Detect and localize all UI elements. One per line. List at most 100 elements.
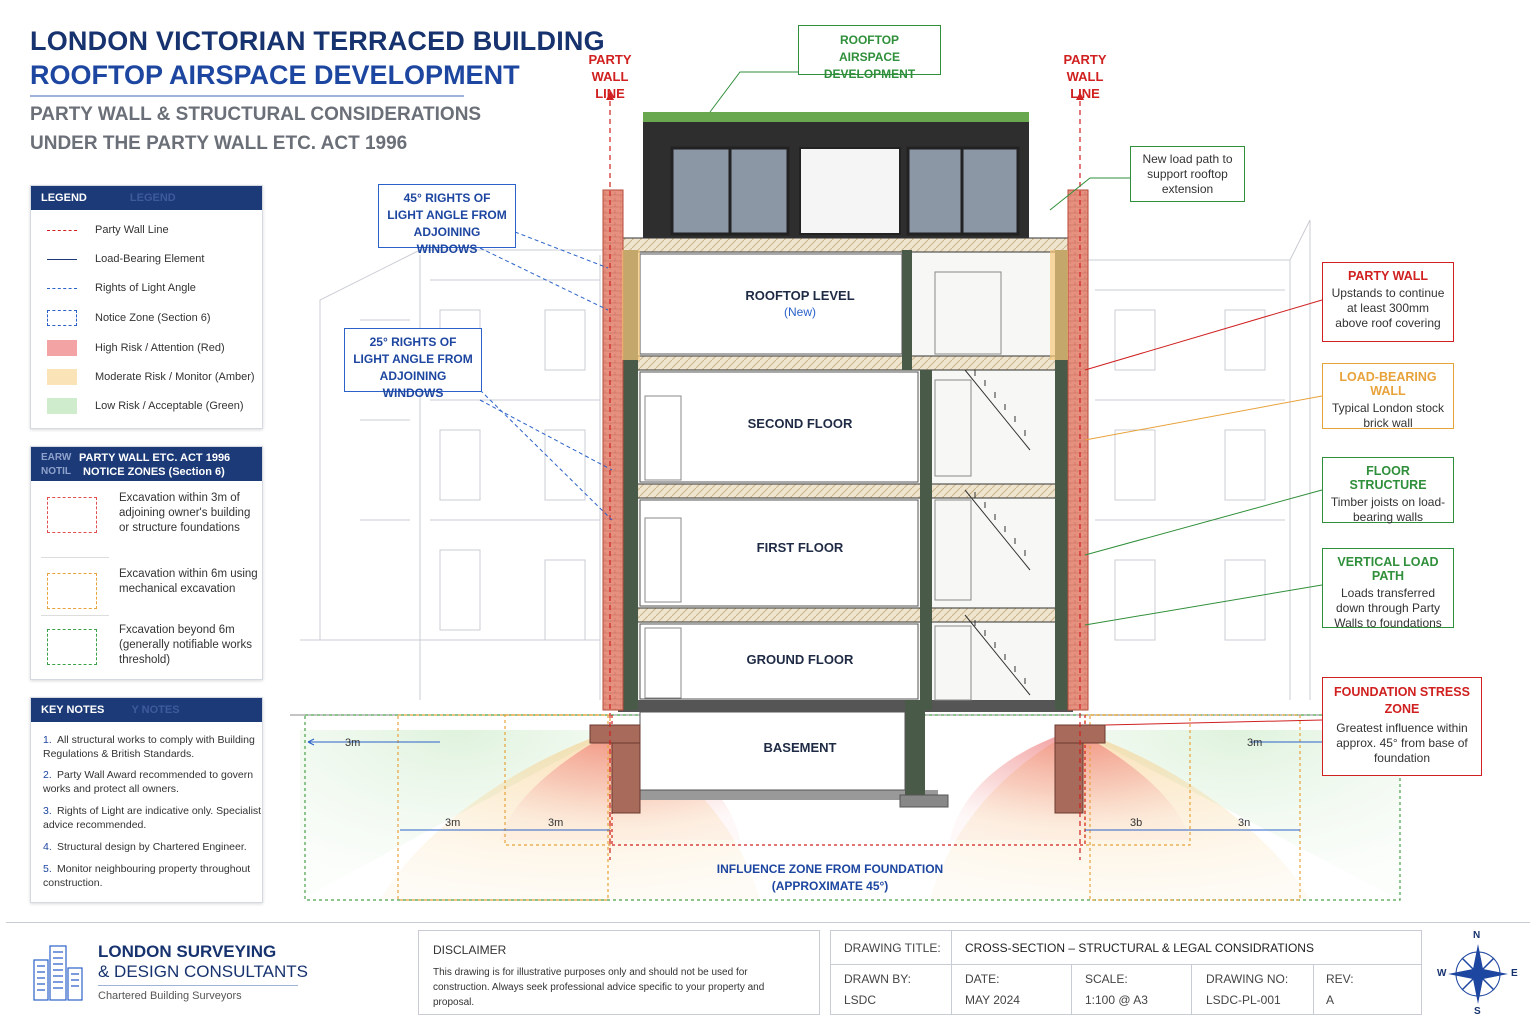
leader-lines [709,71,1323,726]
zones-heading-1: PARTY WALL ETC. ACT 1996 [79,452,231,464]
callout-body: Typical London stock brick wall [1331,401,1445,430]
scale-label: SCALE: [1085,972,1128,986]
date-value: MAY 2024 [965,993,1020,1007]
legend-heading-text: LEGEND [41,192,87,204]
second-floor-label: SECOND FLOOR [747,416,853,431]
moderate-risk-swatch [47,369,77,385]
compass-east: E [1511,968,1518,979]
stairs [964,369,1031,696]
date-label: DATE: [965,972,1000,986]
foundations [589,724,1106,814]
party-wall-callout: PARTY WALL Upstands to continue at least… [1322,262,1454,342]
left-neighbour-building [300,249,606,700]
company-rule [98,985,298,986]
legend-panel: LEGEND LEGEND Party Wall Line Load-Beari… [30,185,263,429]
legend-item: High Risk / Attention (Red) [47,340,225,356]
note-item: 3.Rights of Light are indicative only. S… [43,804,263,832]
new-load-path-callout: New load path to support rooftop extensi… [1130,146,1245,202]
legend-item: Low Risk / Acceptable (Green) [47,398,244,414]
ground-floor-label: GROUND FLOOR [746,652,854,667]
dim-right-3m: 3m [1247,737,1262,749]
legend-label: Notice Zone (Section 6) [95,312,211,324]
disclaimer-heading: DISCLAIMER [433,943,507,957]
right-neighbour-building [1084,219,1311,700]
callout-title: PARTY WALL [1347,269,1429,283]
legend-item: Notice Zone (Section 6) [47,310,211,326]
divider [1313,965,1314,1014]
divider [41,615,109,616]
divider [41,557,109,558]
influence-zone-label: INFLUENCE ZONE FROM FOUNDATION (APPROXIM… [690,861,970,895]
legend-label: Moderate Risk / Monitor (Amber) [95,371,255,383]
note-text: Party Wall Award recommended to govern w… [43,769,254,795]
green-roof [643,112,1029,122]
vertical-load-callout: VERTICAL LOAD PATH Loads transferred dow… [1322,548,1454,630]
compass-rose-icon [1448,944,1508,1004]
key-notes-ghost: Y NOTES [131,704,180,716]
notice-zones-heading: EARW NOTIL PARTY WALL ETC. ACT 1996 NOTI… [31,447,262,481]
influence-line-1: INFLUENCE ZONE FROM FOUNDATION [716,862,944,876]
zone-text: Excavation within 6m using mechanical ex… [119,568,258,595]
zones-ghost-1: EARW [41,452,72,463]
dim-l1: 3m [445,817,460,829]
footer-divider [6,922,1530,923]
legend-label: Party Wall Line [95,224,169,236]
drawing-no-label: DRAWING NO: [1206,972,1289,986]
divider [1191,965,1192,1014]
load-bearing-callout: LOAD-BEARING WALL Typical London stock b… [1322,363,1454,430]
legend-label: Low Risk / Acceptable (Green) [95,400,244,412]
company-subtitle: Chartered Building Surveyors [98,990,242,1002]
divider [831,964,1421,965]
drawing-no-value: LSDC-PL-001 [1206,993,1281,1007]
callout-body: Greatest influence within approx. 45° fr… [1336,721,1468,765]
zone-text: Excavation within 3m of adjoining owner'… [119,492,251,534]
notice-zone-swatch [47,310,77,326]
note-text: All structural works to comply with Buil… [43,734,255,760]
legend-item: Moderate Risk / Monitor (Amber) [47,369,255,385]
note-item: 5.Monitor neighbouring property througho… [43,862,263,890]
zone-row-6m: Excavation within 6m using mechanical ex… [41,563,261,625]
company-name-2: & DESIGN CONSULTANTS [98,962,309,981]
title-block: DRAWING TITLE: CROSS-SECTION – STRUCTURA… [830,930,1422,1015]
callout-title: VERTICAL LOAD PATH [1337,555,1439,583]
rights-of-light-45-callout: 45° RIGHTS OF LIGHT ANGLE FROM ADJOINING… [378,184,516,256]
note-number: 2. [43,769,52,781]
influence-line-2: (APPROXIMATE 45°) [771,879,889,893]
notice-zones-panel: EARW NOTIL PARTY WALL ETC. ACT 1996 NOTI… [30,446,263,680]
right-party-wall-text: PARTY WALL LINE [1063,52,1107,101]
drawn-by-value: LSDC [844,993,877,1007]
note-text: Monitor neighbouring property throughout… [43,863,251,889]
note-text: Rights of Light are indicative only. Spe… [43,805,262,831]
key-notes-panel: KEY NOTES Y NOTES 1.All structural works… [30,697,263,903]
floor-structure-callout: FLOOR STRUCTURE Timber joists on load-be… [1322,457,1454,524]
dim-r1: 3b [1130,817,1142,829]
left-party-wall-text: PARTY WALL LINE [588,52,632,101]
note-item: 4.Structural design by Chartered Enginee… [43,840,263,854]
rev-value: A [1326,993,1335,1007]
drawing-title-value: CROSS-SECTION – STRUCTURAL & LEGAL CONSI… [965,941,1314,955]
right-party-wall [1067,189,1089,711]
note-number: 1. [43,734,52,746]
disclaimer-box: DISCLAIMER This drawing is for illustrat… [418,930,820,1015]
divider [951,931,952,1014]
disclaimer-body: This drawing is for illustrative purpose… [433,967,765,1008]
divider [1071,965,1072,1014]
rooftop-airspace-callout: ROOFTOP AIRSPACE DEVELOPMENT [798,25,941,81]
rooftop-window-center [799,147,901,235]
rights-of-light-lines [479,231,613,521]
load-bearing-swatch [47,258,77,260]
first-floor-label: FIRST FLOOR [756,540,844,555]
rol45-text: 45° RIGHTS OF LIGHT ANGLE FROM ADJOINING… [387,191,507,256]
callout-body: Timber joists on load-bearing walls [1330,495,1446,524]
legend-label: Load-Bearing Element [95,253,205,265]
callout-body: Loads transferred down through Party Wal… [1334,586,1442,630]
zone-swatch-amber [47,573,97,609]
rol25-text: 25° RIGHTS OF LIGHT ANGLE FROM ADJOINING… [353,335,473,400]
key-notes-heading: KEY NOTES Y NOTES [31,698,262,722]
low-risk-swatch [47,398,77,414]
doors [644,271,1002,701]
subtitle-line-2: UNDER THE PARTY WALL ETC. ACT 1996 [30,133,408,154]
key-notes-heading-text: KEY NOTES [41,704,105,716]
zone-swatch-green [47,629,97,665]
note-item: 1.All structural works to comply with Bu… [43,733,263,761]
